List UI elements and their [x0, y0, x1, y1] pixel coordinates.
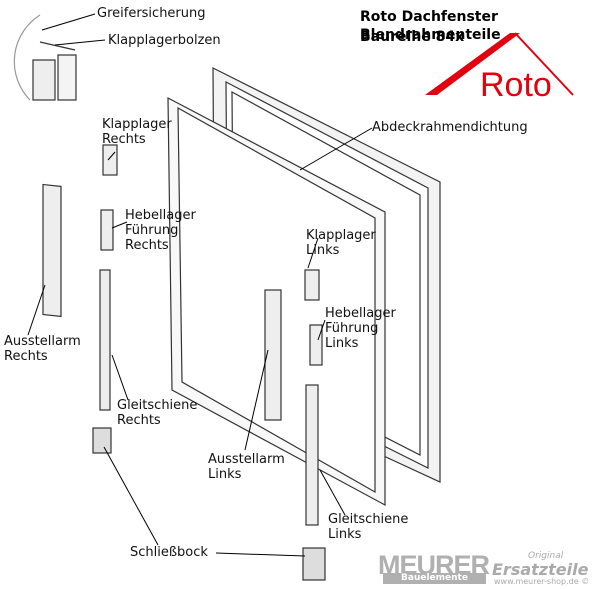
detail-circle	[13, 14, 41, 101]
ausstellarm-links-part	[264, 289, 282, 421]
label-klapplagerbolzen: Klapplagerbolzen	[108, 33, 221, 48]
schliessbock-links-part	[302, 547, 326, 581]
label-ausstellarm-links: Ausstellarm Links	[208, 452, 285, 482]
watermark-original: Original	[528, 551, 564, 561]
watermark-url: www.meurer-shop.de ©	[494, 577, 590, 586]
label-greifersicherung: Greifersicherung	[97, 6, 206, 21]
label-hebellager-links: Hebellager Führung Links	[325, 306, 396, 351]
label-ausstellarm-rechts: Ausstellarm Rechts	[4, 334, 81, 364]
watermark-ersatzteile: Ersatzteile	[492, 560, 589, 579]
meurer-sub: Bauelemente	[383, 573, 486, 584]
label-gleitschiene-rechts: Gleitschiene Rechts	[117, 398, 198, 428]
label-abdeckrahmendichtung: Abdeckrahmendichtung	[372, 120, 528, 135]
roto-roof-logo	[425, 32, 574, 96]
title-line1: Roto Dachfenster Blendrahmenteile	[360, 9, 501, 43]
label-schliessbock: Schließbock	[130, 545, 208, 560]
label-klapplager-links: Klapplager Links	[306, 228, 376, 258]
schliessbock-rechts-part	[92, 427, 112, 454]
leader-lines	[27, 13, 373, 557]
ausstellarm-rechts-part	[42, 183, 62, 318]
label-gleitschiene-links: Gleitschiene Links	[328, 512, 409, 542]
gleitschiene-links-part	[305, 384, 319, 526]
gleitschiene-rechts-part	[99, 269, 111, 411]
detail-bracket	[32, 59, 56, 101]
roto-logo-text: Roto	[480, 66, 552, 104]
label-hebellager-rechts: Hebellager Führung Rechts	[125, 208, 196, 253]
title-line2: Baureihe 84x	[360, 29, 465, 45]
label-klapplager-rechts: Klapplager Rechts	[102, 117, 172, 147]
